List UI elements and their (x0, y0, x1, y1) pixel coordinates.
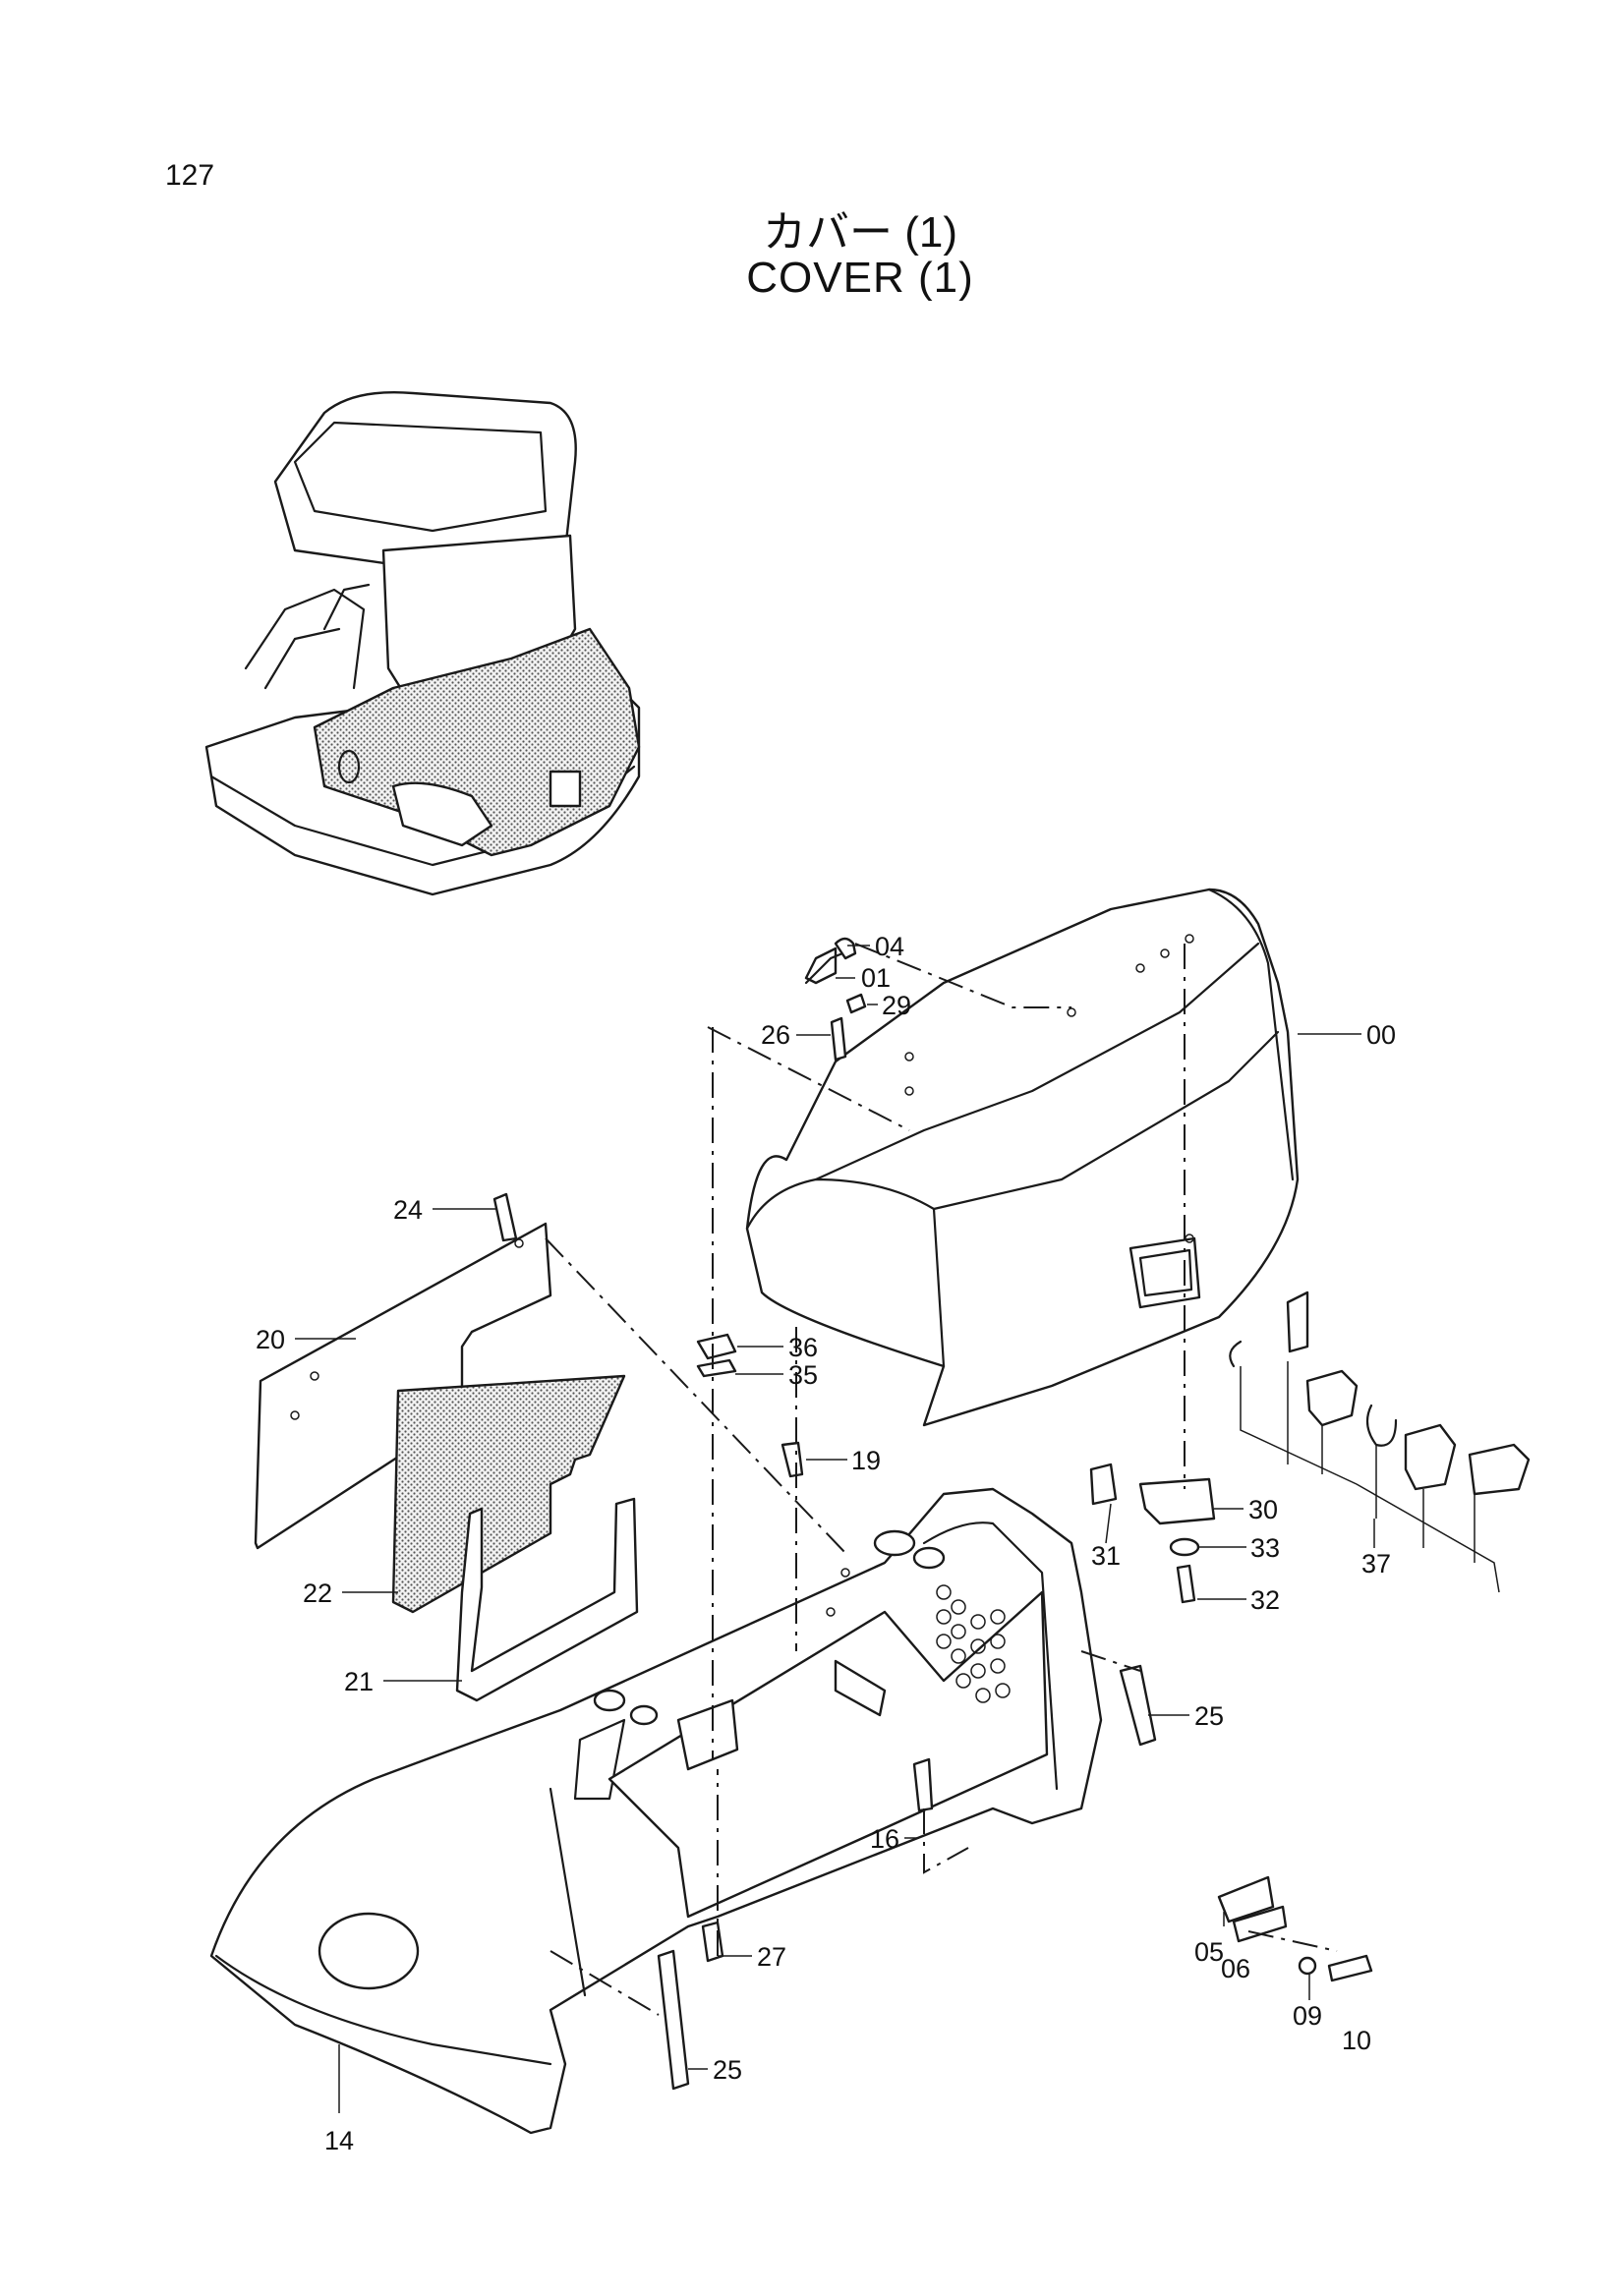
ref-14: 14 (324, 2126, 354, 2155)
ref-20: 20 (256, 1325, 285, 1354)
part-reference-labels: 04 01 29 26 00 24 20 36 35 19 22 30 31 3… (256, 932, 1396, 2155)
title-english: COVER (1) (746, 254, 974, 302)
ref-37: 37 (1361, 1549, 1391, 1578)
ref-00: 00 (1366, 1020, 1396, 1050)
ref-35: 35 (788, 1360, 818, 1390)
side-panel-group (254, 1222, 639, 1702)
ref-25-lower: 25 (713, 2055, 742, 2085)
ref-29: 29 (882, 991, 911, 1020)
ref-36: 36 (788, 1333, 818, 1362)
ref-10: 10 (1342, 2026, 1371, 2055)
ref-19: 19 (851, 1446, 881, 1475)
page-number: 127 (165, 159, 215, 192)
ref-22: 22 (303, 1578, 332, 1608)
lower-cover-body (209, 1487, 1103, 2135)
ref-21: 21 (344, 1667, 374, 1696)
ref-27: 27 (757, 1942, 786, 1972)
ref-30: 30 (1248, 1495, 1278, 1524)
ref-32: 32 (1250, 1585, 1280, 1615)
ref-31: 31 (1091, 1541, 1121, 1571)
ref-06: 06 (1221, 1954, 1250, 1983)
machine-overview-inset (204, 391, 641, 896)
leader-lines (295, 945, 1375, 2113)
ref-01: 01 (861, 963, 891, 993)
ref-25-right: 25 (1194, 1701, 1224, 1731)
ref-26: 26 (761, 1020, 790, 1050)
ref-33: 33 (1250, 1533, 1280, 1563)
alignment-lines (545, 943, 1500, 2016)
ref-09: 09 (1293, 2001, 1322, 2031)
ref-04: 04 (875, 932, 904, 961)
ref-24: 24 (393, 1195, 423, 1225)
ref-05: 05 (1194, 1937, 1224, 1967)
title-japanese: カバー (1) (763, 208, 957, 257)
hardware (492, 937, 1531, 2091)
upper-cover-assembly (745, 888, 1300, 1427)
ref-16: 16 (870, 1824, 899, 1854)
